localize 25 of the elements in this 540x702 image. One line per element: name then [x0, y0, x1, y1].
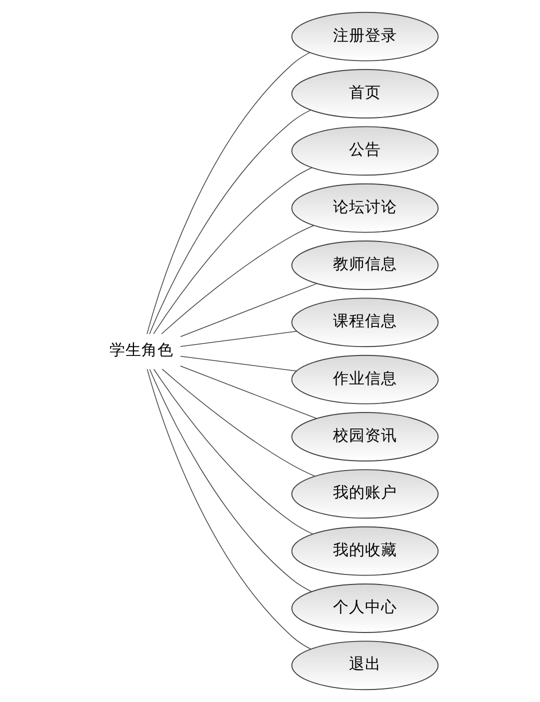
node-text: 学生角色: [109, 341, 174, 360]
node-ellipse: 课程信息: [290, 298, 438, 348]
connector: [148, 368, 312, 592]
node-ellipse: 注册登录: [290, 12, 438, 62]
connector: [152, 368, 313, 534]
node-ellipse: 论坛讨论: [290, 183, 438, 233]
connector: [180, 330, 297, 347]
connector: [152, 167, 312, 334]
node-ellipse: 我的账户: [290, 469, 438, 519]
node-ellipse: 个人中心: [290, 584, 438, 633]
node-ellipse: 退出: [290, 640, 438, 690]
node-ellipse: 公告: [290, 126, 438, 176]
connector: [180, 366, 317, 419]
connector: [180, 356, 296, 372]
node-ellipse: 校园资讯: [290, 412, 438, 462]
node-ellipse: 作业信息: [290, 354, 438, 404]
connector: [146, 52, 310, 334]
connector: [161, 368, 315, 476]
node-ellipse: 我的收藏: [290, 526, 438, 576]
node-ellipse: 首页: [290, 69, 438, 118]
connector: [148, 110, 311, 334]
connector: [146, 368, 310, 650]
node-ellipse: 教师信息: [290, 240, 438, 290]
connector: [160, 225, 314, 334]
connector: [180, 283, 317, 338]
